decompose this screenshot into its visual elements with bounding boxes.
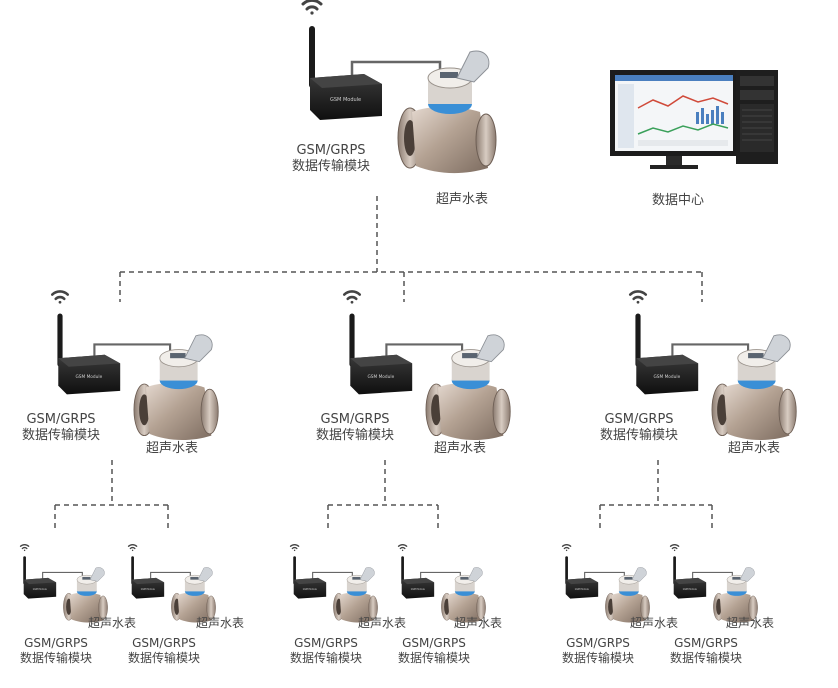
device-unit-bottom-6: GSM/GRPS 数据传输模块 超声水表 <box>668 543 788 674</box>
meter-label: 超声水表 <box>630 616 679 630</box>
ultrasonic-meter-icon <box>301 0 498 175</box>
module-label: GSM/GRPS 数据传输模块 <box>600 412 679 444</box>
device-unit-bottom-2: GSM/GRPS 数据传输模块 超声水表 <box>126 543 246 674</box>
meter-label: 超声水表 <box>726 616 775 630</box>
meter-label: 超声水表 <box>196 616 245 630</box>
meter-label: 超声水表 <box>728 441 781 456</box>
module-label: GSM/GRPS 数据传输模块 <box>398 636 471 665</box>
device-unit-bottom-5: GSM/GRPS 数据传输模块 超声水表 <box>560 543 678 674</box>
meter-label: 超声水表 <box>358 616 407 630</box>
data-center-computer <box>608 68 780 188</box>
meter-label: 超声水表 <box>88 616 137 630</box>
meter-label: 超声水表 <box>454 616 503 630</box>
device-unit-top: GSM/GRPS 数据传输模块 超声水表 <box>292 0 502 207</box>
device-unit-bottom-4: GSM/GRPS 数据传输模块 超声水表 <box>396 543 516 674</box>
data-center-label: 数据中心 <box>652 193 705 208</box>
device-unit-bottom-3: GSM/GRPS 数据传输模块 超声水表 <box>288 543 406 674</box>
device-unit-mid-center: GSM/GRPS 数据传输模块 超声水表 <box>316 290 516 466</box>
device-unit-mid-right: GSM/GRPS 数据传输模块 超声水表 <box>600 290 800 466</box>
module-label: GSM/GRPS 数据传输模块 <box>562 636 635 665</box>
device-unit-mid-left: GSM/GRPS 数据传输模块 超声水表 <box>22 290 222 466</box>
module-label: GSM/GRPS 数据传输模块 <box>290 636 363 665</box>
meter-label: 超声水表 <box>434 441 487 456</box>
module-label: GSM/GRPS 数据传输模块 <box>316 412 395 444</box>
module-label: GSM/GRPS 数据传输模块 <box>20 636 93 665</box>
meter-label: 超声水表 <box>436 192 489 207</box>
module-label: GSM/GRPS 数据传输模块 <box>22 412 101 444</box>
computer-icon <box>610 70 778 169</box>
module-label: GSM/GRPS 数据传输模块 <box>292 143 371 175</box>
module-label: GSM/GRPS 数据传输模块 <box>128 636 201 665</box>
meter-label: 超声水表 <box>146 441 199 456</box>
module-label: GSM/GRPS 数据传输模块 <box>670 636 743 665</box>
device-unit-bottom-1: GSM/GRPS 数据传输模块 超声水表 <box>18 543 136 674</box>
